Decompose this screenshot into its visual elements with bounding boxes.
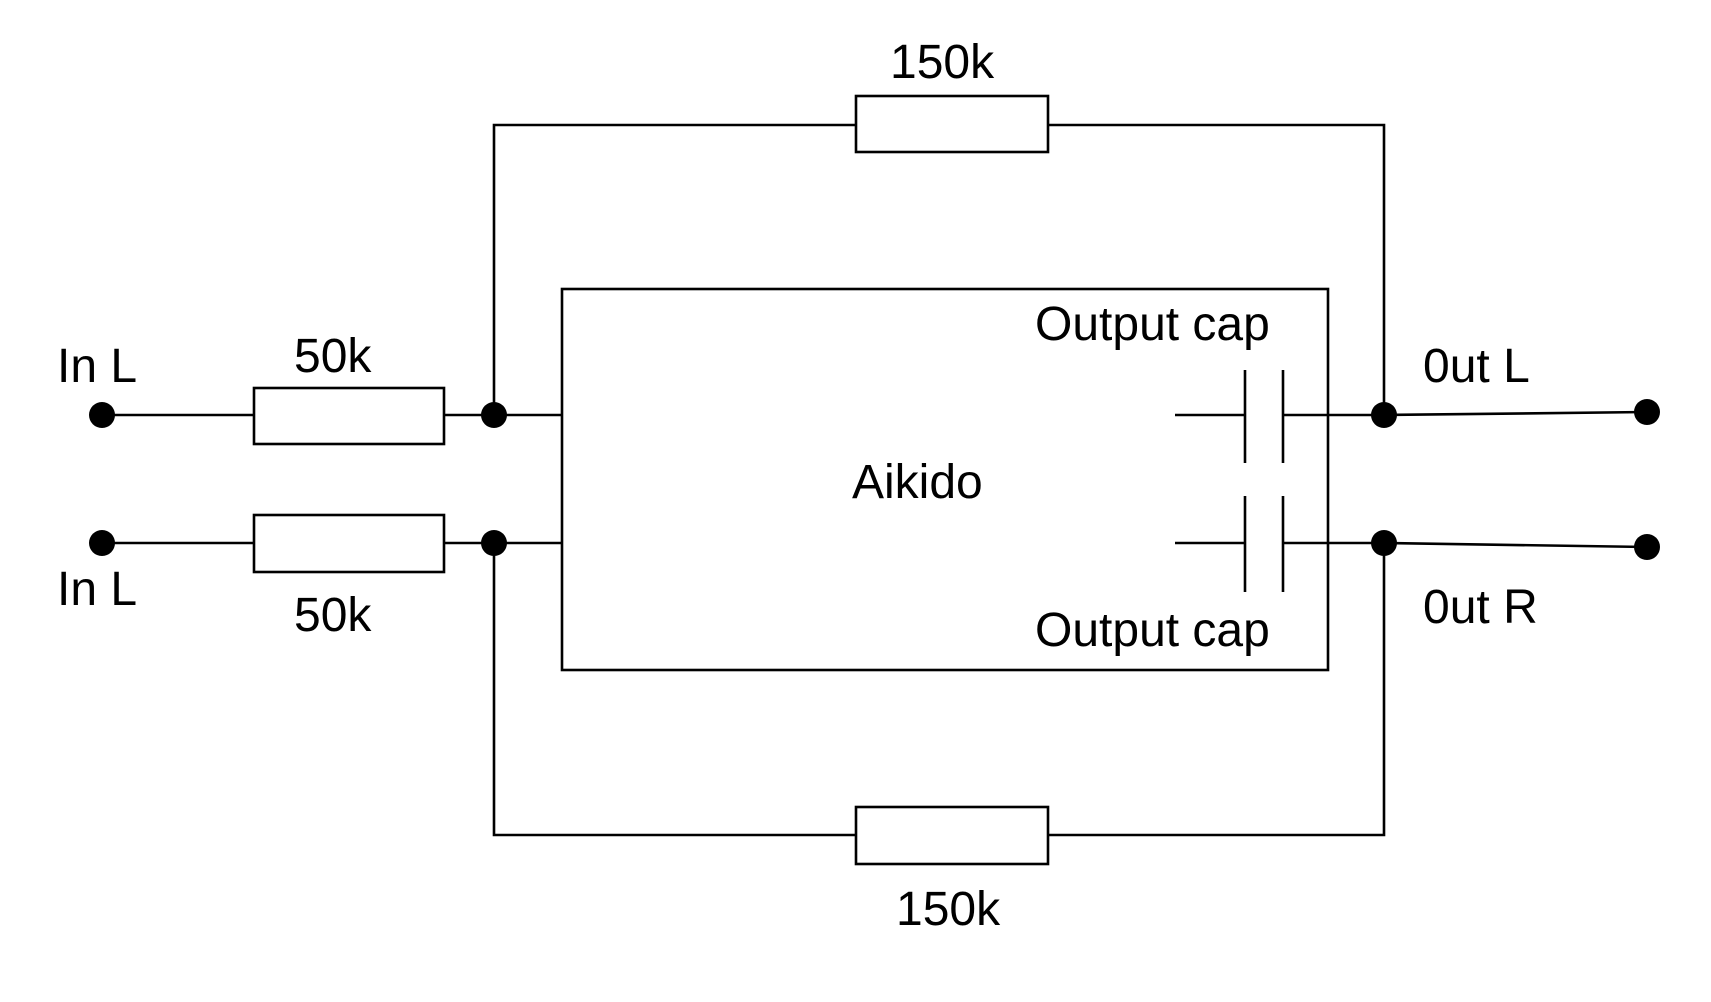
junction-node-top-left xyxy=(481,402,507,428)
input-label-bottom: In L xyxy=(57,563,137,616)
feedback-wire-bottom-left xyxy=(492,543,856,837)
feedback-resistor-bottom xyxy=(854,805,1050,866)
feedback-wire-top-left xyxy=(492,123,856,415)
output-terminal-bottom xyxy=(1634,534,1660,560)
junction-node-top-right xyxy=(1371,402,1397,428)
series-resistor-bottom xyxy=(252,513,446,574)
feedback-resistor-top xyxy=(854,94,1050,154)
output-terminal-top xyxy=(1634,399,1660,425)
wire-out-top xyxy=(1383,410,1648,417)
output-label-top: 0ut L xyxy=(1423,340,1530,393)
feedback-resistor-bottom-value: 150k xyxy=(896,883,1001,936)
output-cap-bottom-label: Output cap xyxy=(1035,604,1270,657)
input-label-top: In L xyxy=(57,340,137,393)
series-resistor-bottom-value: 50k xyxy=(294,589,372,642)
feedback-resistor-top-value: 150k xyxy=(890,36,995,89)
junction-node-bottom-left xyxy=(481,530,507,556)
junction-node-bottom-right xyxy=(1371,530,1397,556)
feedback-wire-top-right xyxy=(1048,123,1386,415)
series-resistor-top-value: 50k xyxy=(294,330,372,383)
input-terminal-top xyxy=(89,402,115,428)
feedback-wire-bottom-right xyxy=(1048,543,1386,837)
output-label-bottom: 0ut R xyxy=(1423,581,1538,634)
wire-out-bottom xyxy=(1383,541,1648,549)
input-terminal-bottom xyxy=(89,530,115,556)
aikido-block-label: Aikido xyxy=(852,456,983,509)
series-resistor-top xyxy=(252,386,446,446)
aikido-block xyxy=(560,287,1330,672)
output-cap-top-label: Output cap xyxy=(1035,298,1270,351)
